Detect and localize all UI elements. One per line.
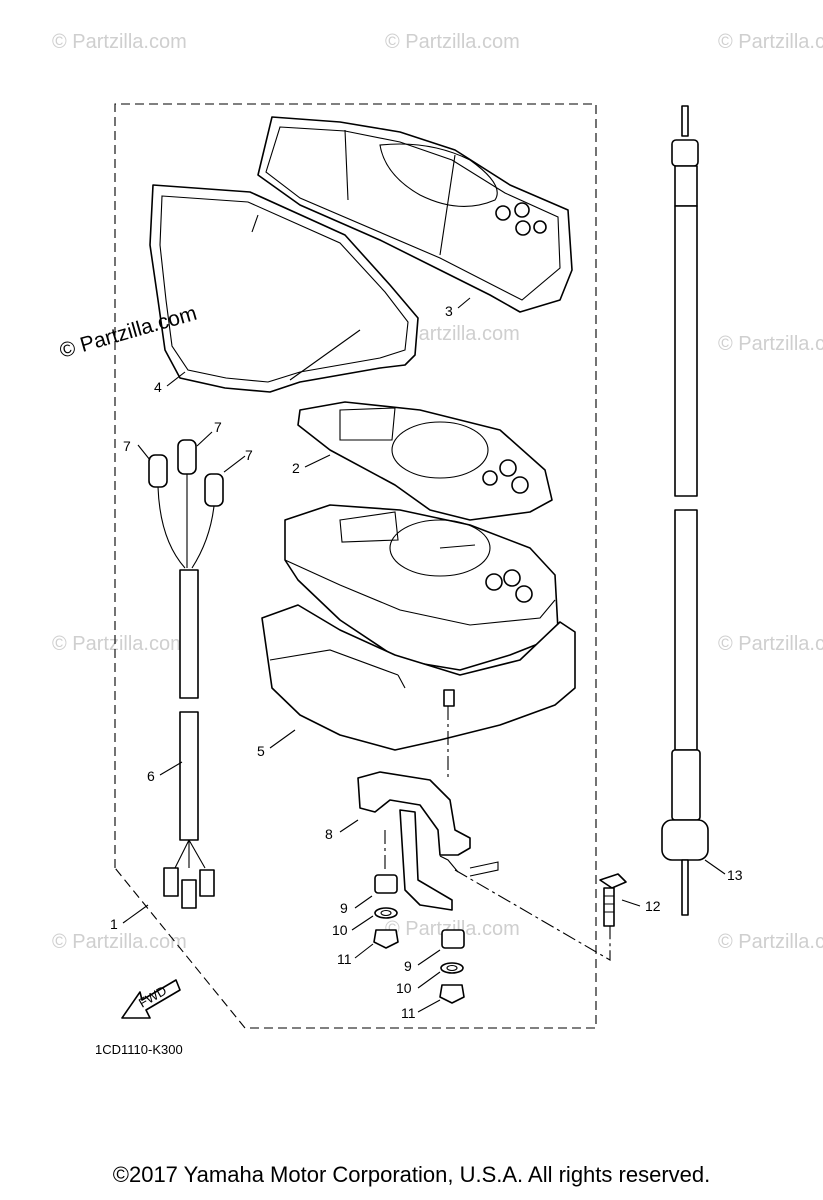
callout-6: 6 (147, 768, 155, 784)
callout-10: 10 (332, 922, 348, 938)
callout-10: 10 (396, 980, 412, 996)
fastener-stack-right (439, 929, 465, 1004)
callout-8: 8 (325, 826, 333, 842)
meter-lower-case (261, 604, 576, 751)
callout-3: 3 (445, 303, 453, 319)
watermark: © Partzilla.com (718, 633, 823, 655)
callout-7: 7 (245, 447, 253, 463)
watermark: © Partzilla.com (52, 633, 187, 655)
callout-11: 11 (401, 1005, 416, 1021)
callout-13: 13 (727, 867, 743, 883)
front-panel (149, 184, 419, 393)
callout-9: 9 (404, 958, 412, 974)
bolt (599, 873, 627, 927)
meter-lens (297, 401, 553, 521)
bracket (357, 771, 499, 911)
callout-4: 4 (154, 379, 162, 395)
callout-5: 5 (257, 743, 265, 759)
callout-leaders (122, 297, 726, 1013)
watermark: © Partzilla.com (718, 931, 823, 953)
watermark: © Partzilla.com (385, 31, 520, 53)
watermark: © Partzilla.com (52, 31, 187, 53)
watermark: © Partzilla.com (52, 931, 187, 953)
callout-12: 12 (645, 898, 661, 914)
watermark: © Partzilla.com (385, 323, 520, 345)
callout-11: 11 (337, 951, 352, 967)
speedometer-cable (661, 105, 709, 916)
fwd-arrow: FWD (121, 979, 181, 1019)
callout-labels: 1 2 3 4 5 6 7 7 7 8 9 10 11 9 10 11 12 1… (110, 303, 743, 1021)
part-code: 1CD1110-K300 (95, 1042, 183, 1057)
callout-2: 2 (292, 460, 300, 476)
fastener-stack-left (373, 874, 399, 949)
callout-7: 7 (214, 419, 222, 435)
meter-upper-cover (257, 116, 573, 313)
bulb-harness (148, 439, 224, 909)
watermark: © Partzilla.com (718, 31, 823, 53)
callout-7: 7 (123, 438, 131, 454)
assembly-boundary (114, 103, 597, 1029)
copyright-notice: ©2017 Yamaha Motor Corporation, U.S.A. A… (112, 1162, 711, 1187)
watermark: © Partzilla.com (385, 918, 520, 940)
watermark: © Partzilla.com (718, 333, 823, 355)
callout-9: 9 (340, 900, 348, 916)
callout-1: 1 (110, 916, 118, 932)
